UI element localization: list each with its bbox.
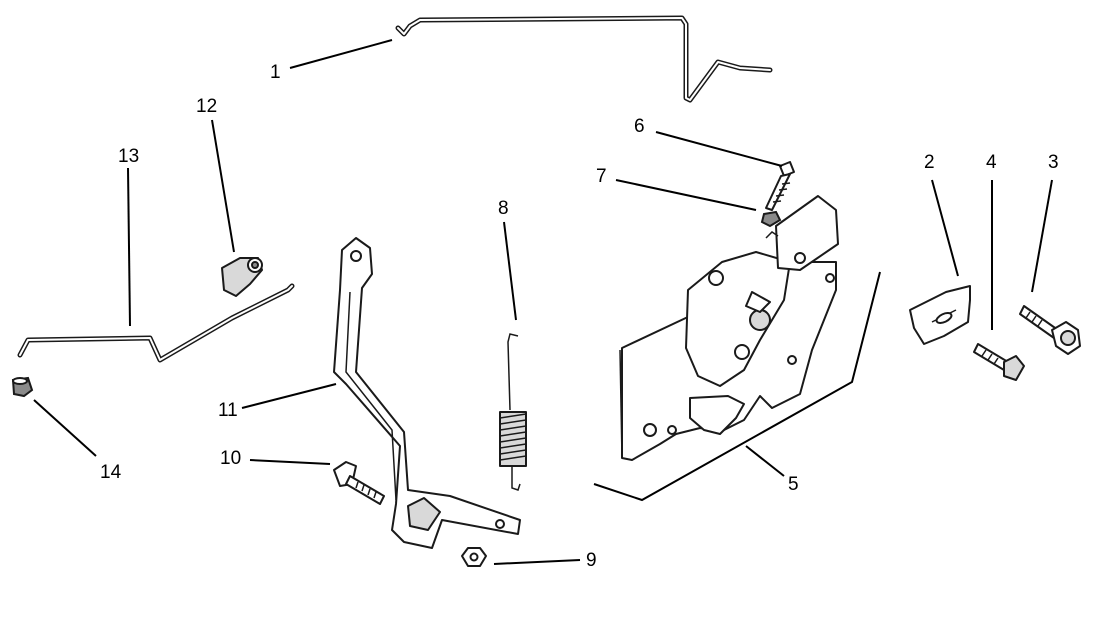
callout-4: 4 — [986, 152, 997, 173]
part-13-lower-rod — [17, 283, 295, 363]
leader-7 — [615, 179, 757, 211]
leader-11 — [241, 383, 337, 409]
callout-9: 9 — [586, 550, 597, 571]
callout-12: 12 — [196, 96, 217, 117]
callout-1: 1 — [270, 62, 281, 83]
callout-8: 8 — [498, 198, 509, 219]
leader-2 — [931, 179, 959, 277]
part-8-spring — [499, 333, 527, 491]
callout-14: 14 — [100, 462, 122, 483]
leader-13 — [127, 167, 131, 327]
leader-14 — [33, 399, 97, 457]
leader-9 — [493, 559, 581, 565]
part-2-bracket-clip — [909, 285, 971, 345]
leader-5 — [745, 445, 785, 477]
callout-10: 10 — [220, 448, 241, 469]
part-12-clip — [221, 257, 263, 297]
callout-3: 3 — [1048, 152, 1059, 173]
part-7-small-nut — [760, 210, 782, 228]
leader-6 — [655, 131, 783, 167]
part-5-frame-outline — [593, 271, 881, 502]
callout-6: 6 — [634, 116, 645, 137]
leader-12 — [211, 119, 235, 253]
leader-1 — [289, 39, 393, 69]
leader-10 — [249, 459, 331, 465]
part-11-control-lever — [333, 237, 521, 549]
callout-13: 13 — [118, 146, 139, 167]
part-5-control-plate-assembly — [619, 195, 839, 461]
part-9-nut — [461, 547, 487, 567]
leader-3 — [1031, 179, 1053, 293]
callout-2: 2 — [924, 152, 935, 173]
callout-7: 7 — [596, 166, 607, 187]
callout-labels: 1 2 3 4 5 6 7 8 9 10 11 12 13 14 — [100, 62, 1059, 571]
part-3-flange-bolt — [1019, 305, 1081, 355]
callout-11: 11 — [218, 400, 238, 421]
part-10-bolt — [333, 461, 385, 505]
callout-5: 5 — [788, 474, 799, 495]
part-14-cap-nut — [11, 376, 34, 398]
part-1-upper-rod — [395, 15, 773, 103]
leader-8 — [503, 221, 517, 321]
leader-lines — [33, 39, 1053, 565]
part-6-screw — [765, 161, 795, 211]
part-4-bolt — [973, 343, 1025, 381]
